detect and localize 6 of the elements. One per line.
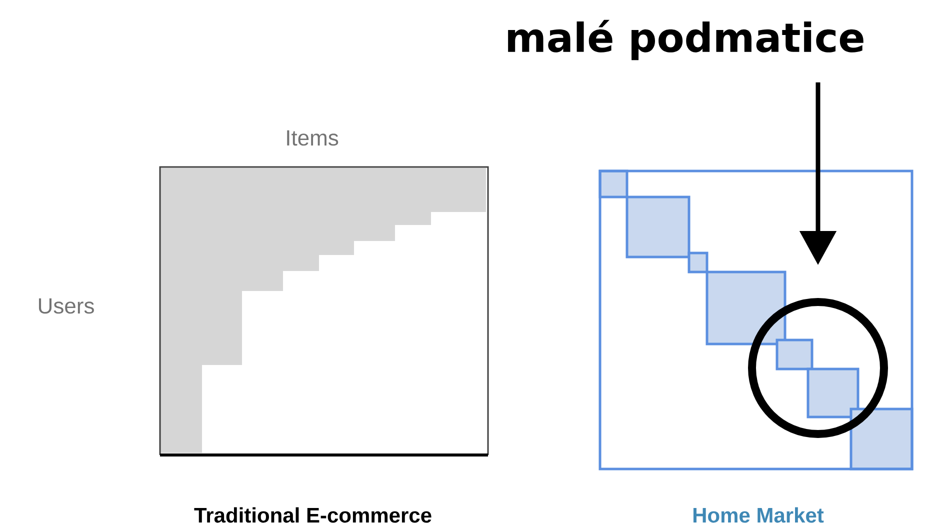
highlight-circle: [748, 298, 888, 438]
matrix-caption: Traditional E-commerce: [194, 507, 432, 523]
heading-text: malé podmatice: [508, 20, 864, 60]
matrix-caption: Home Market: [693, 507, 824, 523]
axis-label: Users: [38, 298, 94, 314]
axis-label: Items: [287, 130, 338, 146]
